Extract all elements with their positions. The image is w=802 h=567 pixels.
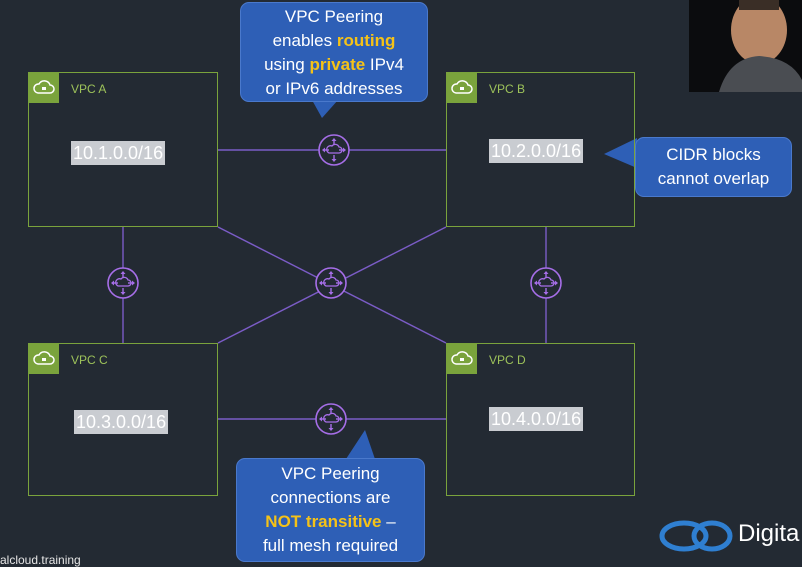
vpc-c-box: VPC C 10.3.0.0/16 [28, 343, 218, 496]
peering-icon-center [315, 267, 347, 299]
callout-text: – [381, 512, 396, 531]
callout-transitive-line1: VPC Peering [281, 464, 380, 483]
vpc-b-box: VPC B 10.2.0.0/16 [446, 72, 635, 227]
vpc-a-label: VPC A [71, 82, 107, 96]
callout-cidr: CIDR blocks cannot overlap [635, 137, 792, 197]
callout-routing-line2: enables routing [241, 29, 427, 53]
vpc-cloud-icon [29, 73, 59, 103]
callout-text: IPv4 [365, 55, 404, 74]
website-footer: alcloud.training [0, 553, 81, 567]
vpc-d-box: VPC D 10.4.0.0/16 [446, 343, 635, 496]
vpc-b-label: VPC B [489, 82, 526, 96]
callout-transitive: VPC Peering connections are NOT transiti… [236, 458, 425, 562]
brand-name: Digita [738, 520, 800, 547]
callout-text: enables [272, 31, 337, 50]
callout-cidr-line1: CIDR blocks [666, 145, 761, 164]
callout-right-pointer [604, 138, 637, 168]
peering-icon-c-d [315, 403, 347, 435]
callout-routing: VPC Peering enables routing using privat… [240, 2, 428, 102]
peering-icon-b-d [530, 267, 562, 299]
vpc-a-box: VPC A 10.1.0.0/16 [28, 72, 218, 227]
callout-highlight: private [309, 55, 366, 74]
vpc-b-cidr: 10.2.0.0/16 [489, 139, 584, 163]
vpc-cloud-icon [447, 73, 477, 103]
vpc-c-label: VPC C [71, 353, 108, 367]
callout-highlight: NOT transitive [265, 512, 382, 531]
callout-routing-line1: VPC Peering [284, 7, 384, 26]
vpc-d-label: VPC D [489, 353, 526, 367]
vpc-d-cidr: 10.4.0.0/16 [489, 407, 584, 431]
callout-cidr-line2: cannot overlap [657, 169, 770, 188]
callout-routing-line3: using private IPv4 [241, 53, 427, 77]
vpc-c-cidr: 10.3.0.0/16 [74, 410, 169, 434]
vpc-cloud-icon [447, 344, 477, 374]
callout-top-pointer [312, 100, 338, 118]
presenter-video [689, 0, 802, 92]
callout-text: using [264, 55, 310, 74]
callout-highlight: routing [336, 31, 396, 50]
peering-icon-a-b [318, 134, 350, 166]
brand-logo [659, 520, 733, 552]
vpc-cloud-icon [29, 344, 59, 374]
peering-icon-a-c [107, 267, 139, 299]
callout-bottom-pointer [344, 430, 376, 462]
callout-transitive-line2: connections are [270, 488, 391, 507]
callout-transitive-line4: full mesh required [262, 536, 399, 555]
callout-routing-line4: or IPv6 addresses [265, 79, 403, 98]
vpc-a-cidr: 10.1.0.0/16 [71, 141, 166, 165]
callout-transitive-line3: NOT transitive – [237, 510, 424, 534]
